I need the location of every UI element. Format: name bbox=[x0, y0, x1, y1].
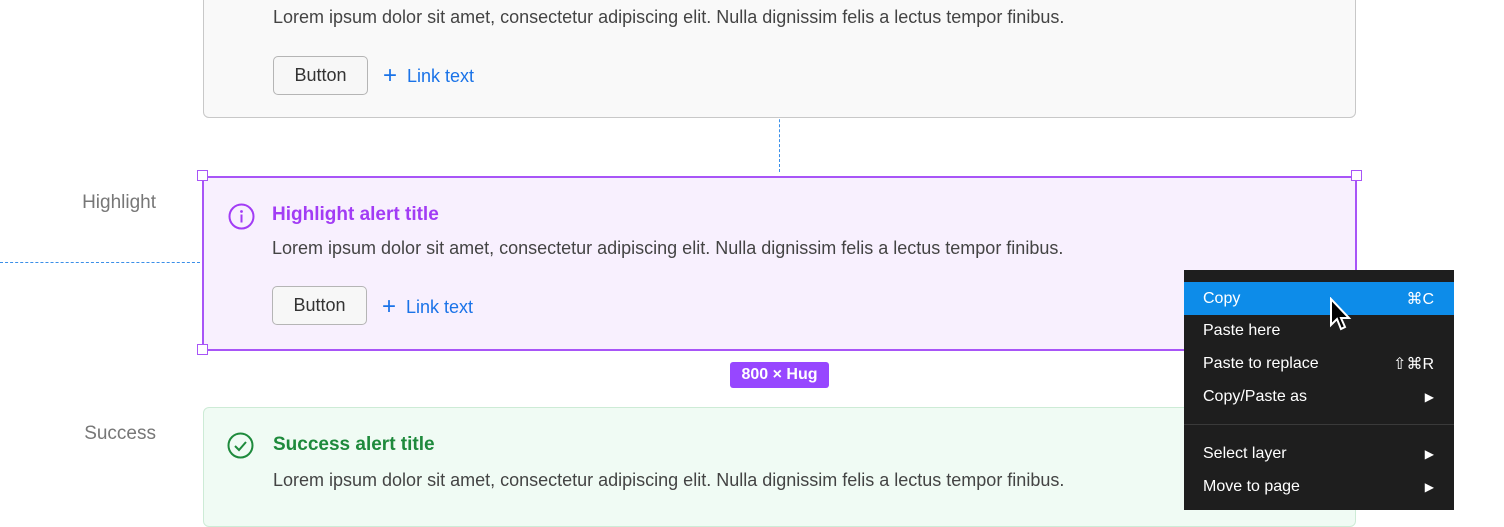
resize-handle-bl[interactable] bbox=[197, 344, 208, 355]
submenu-arrow-icon: ▶ bbox=[1424, 446, 1434, 461]
resize-handle-tr[interactable] bbox=[1351, 170, 1362, 181]
highlight-alert[interactable]: Highlight alert title Lorem ipsum dolor … bbox=[202, 176, 1357, 351]
menu-label: Copy/Paste as bbox=[1203, 387, 1308, 405]
cursor-icon bbox=[1330, 297, 1352, 331]
alert-body: Lorem ipsum dolor sit amet, consectetur … bbox=[273, 7, 1065, 27]
menu-label: Paste to replace bbox=[1203, 354, 1319, 372]
size-badge: 800 × Hug bbox=[730, 362, 829, 388]
neutral-alert: Lorem ipsum dolor sit amet, consectetur … bbox=[203, 0, 1356, 118]
alert-button[interactable]: Button bbox=[273, 56, 368, 95]
context-menu: Copy ⌘C Paste here Paste to replace ⇧⌘R Co… bbox=[1184, 270, 1454, 510]
menu-shortcut: ⌘C bbox=[1406, 290, 1434, 308]
alert-title: Success alert title bbox=[273, 434, 435, 455]
alert-link[interactable]: + Link text bbox=[382, 295, 473, 319]
label-highlight: Highlight bbox=[82, 192, 156, 213]
check-circle-icon bbox=[227, 432, 254, 459]
alert-button[interactable]: Button bbox=[272, 286, 367, 325]
alert-title: Highlight alert title bbox=[272, 204, 439, 225]
menu-item-select-layer[interactable]: Select layer ▶ bbox=[1184, 437, 1454, 470]
submenu-arrow-icon: ▶ bbox=[1424, 479, 1434, 494]
menu-item-paste-here[interactable]: Paste here bbox=[1184, 314, 1454, 347]
menu-item-copy[interactable]: Copy ⌘C bbox=[1184, 282, 1454, 315]
link-label: Link text bbox=[407, 65, 475, 86]
menu-shortcut: ⇧⌘R bbox=[1393, 355, 1434, 373]
menu-label: Paste here bbox=[1203, 321, 1281, 339]
alert-body: Lorem ipsum dolor sit amet, consectetur … bbox=[272, 238, 1064, 258]
alert-body: Lorem ipsum dolor sit amet, consectetur … bbox=[273, 470, 1065, 490]
link-label: Link text bbox=[406, 296, 474, 317]
plus-icon: + bbox=[382, 293, 397, 320]
alert-link[interactable]: + Link text bbox=[383, 64, 474, 88]
menu-item-paste-to-replace[interactable]: Paste to replace ⇧⌘R bbox=[1184, 347, 1454, 380]
menu-label: Copy bbox=[1203, 289, 1241, 307]
label-success: Success bbox=[84, 423, 156, 444]
menu-item-copy-paste-as[interactable]: Copy/Paste as ▶ bbox=[1184, 380, 1454, 413]
horizontal-guide bbox=[0, 262, 200, 263]
submenu-arrow-icon: ▶ bbox=[1424, 389, 1434, 404]
menu-label: Select layer bbox=[1203, 444, 1287, 462]
menu-divider bbox=[1184, 424, 1454, 425]
info-icon bbox=[228, 203, 255, 230]
menu-label: Move to page bbox=[1203, 477, 1300, 495]
menu-item-move-to-page[interactable]: Move to page ▶ bbox=[1184, 470, 1454, 503]
resize-handle-tl[interactable] bbox=[197, 170, 208, 181]
plus-icon: + bbox=[383, 62, 398, 89]
